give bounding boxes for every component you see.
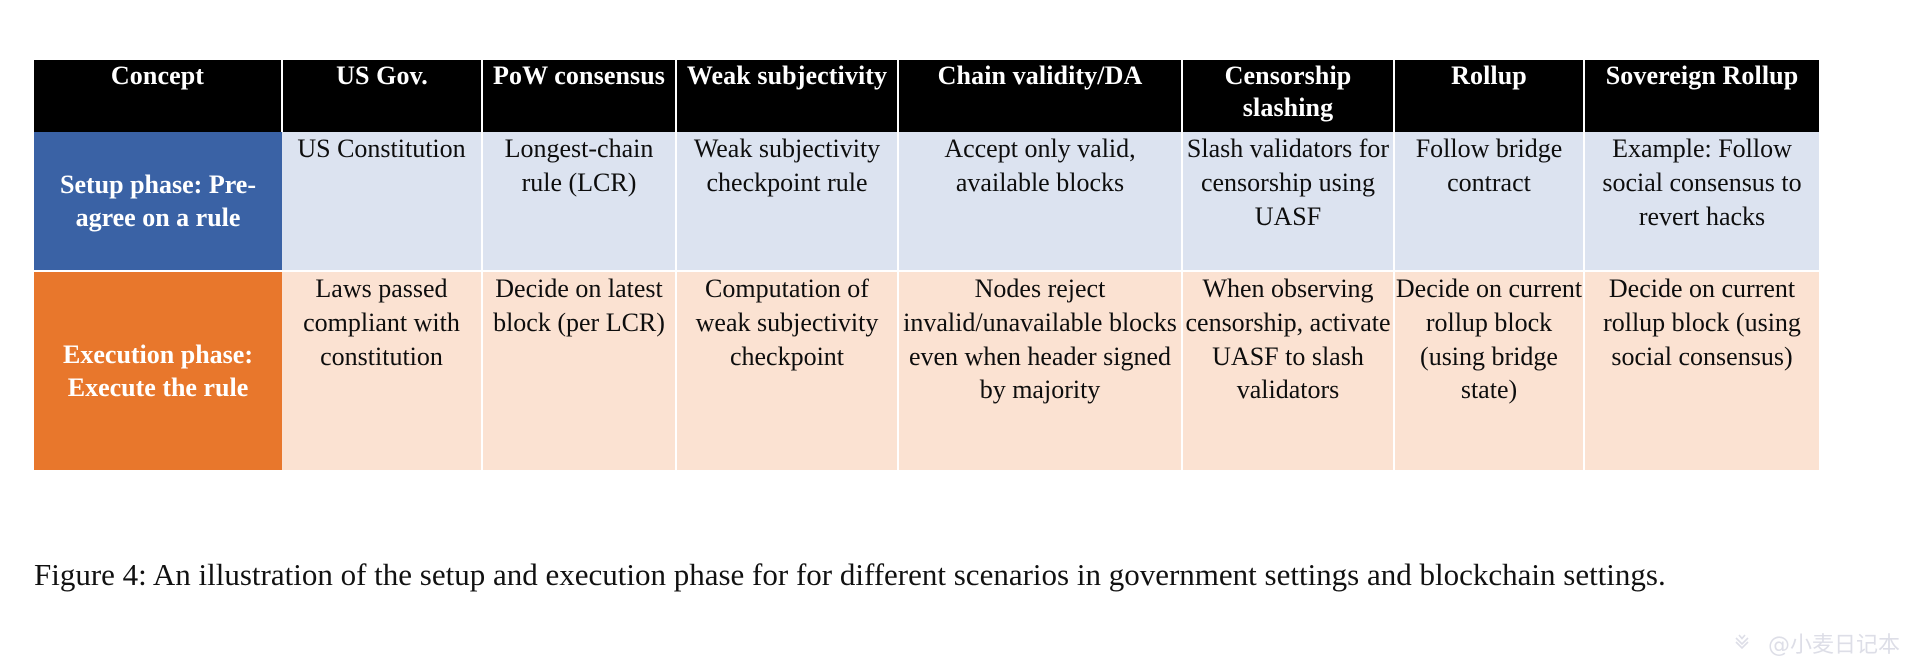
cell-exec-weak-subjectivity: Computation of weak subjectivity checkpo… [675, 270, 898, 470]
cell-setup-chain-validity-da: Accept only valid, available blocks [897, 132, 1182, 271]
table-header-row: Concept US Gov. PoW consensus Weak subje… [34, 60, 1819, 132]
cell-exec-rollup: Decide on current rollup block (using br… [1393, 270, 1584, 470]
figure-container: Concept US Gov. PoW consensus Weak subje… [34, 60, 1824, 470]
cell-exec-sovereign-rollup: Decide on current rollup block (using so… [1583, 270, 1819, 470]
column-header-rollup: Rollup [1394, 60, 1585, 132]
watermark: @小麦日记本 [1734, 627, 1900, 659]
cell-setup-weak-subjectivity: Weak subjectivity checkpoint rule [675, 132, 898, 271]
concept-comparison-table: Concept US Gov. PoW consensus Weak subje… [34, 60, 1819, 470]
row-label-execution-phase: Execution phase: Execute the rule [34, 270, 282, 470]
cell-setup-rollup: Follow bridge contract [1393, 132, 1584, 271]
cell-setup-censorship-slashing: Slash validators for censorship using UA… [1181, 132, 1394, 271]
cell-setup-us-gov: US Constitution [282, 132, 482, 271]
column-header-sovereign-rollup: Sovereign Rollup [1584, 60, 1819, 132]
cell-setup-pow-consensus: Longest-chain rule (LCR) [481, 132, 676, 271]
column-header-censorship-slashing: Censorship slashing [1182, 60, 1395, 132]
column-header-us-gov: US Gov. [282, 60, 483, 132]
column-header-weak-subjectivity: Weak subjectivity [676, 60, 899, 132]
watermark-handle: @小麦日记本 [1767, 633, 1900, 658]
cell-exec-us-gov: Laws passed compliant with constitution [282, 270, 482, 470]
column-header-pow-consensus: PoW consensus [482, 60, 677, 132]
table-row: Execution phase: Execute the rule Laws p… [34, 270, 1819, 470]
diamond-chevron-icon [1734, 633, 1760, 653]
row-label-setup-phase: Setup phase: Pre-agree on a rule [34, 132, 282, 271]
cell-exec-pow-consensus: Decide on latest block (per LCR) [481, 270, 676, 470]
column-header-chain-validity-da: Chain validity/DA [898, 60, 1183, 132]
table-row: Setup phase: Pre-agree on a rule US Cons… [34, 132, 1819, 271]
cell-exec-censorship-slashing: When observing censorship, activate UASF… [1181, 270, 1394, 470]
cell-setup-sovereign-rollup: Example: Follow social consensus to reve… [1583, 132, 1819, 271]
figure-caption-text: An illustration of the setup and executi… [152, 557, 1666, 592]
column-header-concept: Concept [34, 60, 283, 132]
figure-caption: Figure 4: An illustration of the setup a… [34, 555, 1834, 595]
cell-exec-chain-validity-da: Nodes reject invalid/unavailable blocks … [897, 270, 1182, 470]
figure-caption-number: Figure 4: [34, 557, 147, 592]
